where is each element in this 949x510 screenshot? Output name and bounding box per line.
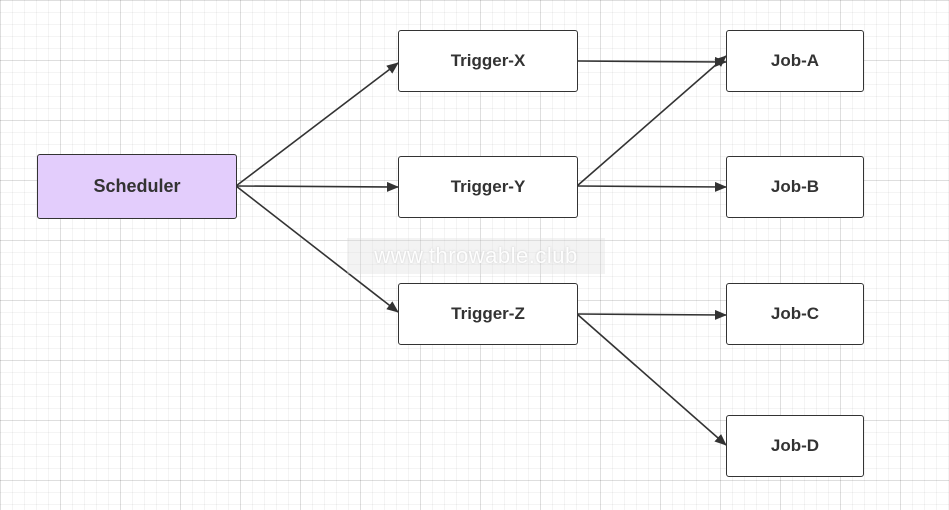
watermark: www.throwable.club [347, 238, 605, 274]
trigger-x-node: Trigger-X [398, 30, 578, 92]
job-d-node: Job-D [726, 415, 864, 477]
job-b-node: Job-B [726, 156, 864, 218]
job-a-node: Job-A [726, 30, 864, 92]
edge-trigger-y-job-b [576, 181, 727, 192]
edge-scheduler-trigger-z [235, 185, 399, 313]
edge-trigger-y-job-a [576, 55, 727, 187]
edge-scheduler-trigger-x [235, 62, 399, 187]
job-c-node: Job-C [726, 283, 864, 345]
scheduler-node: Scheduler [37, 154, 237, 219]
edge-scheduler-trigger-y [235, 181, 399, 192]
edge-trigger-z-job-d [576, 313, 727, 446]
trigger-y-node: Trigger-Y [398, 156, 578, 218]
trigger-z-node: Trigger-Z [398, 283, 578, 345]
edge-trigger-x-job-a [576, 56, 727, 67]
edge-trigger-z-job-c [576, 309, 727, 320]
